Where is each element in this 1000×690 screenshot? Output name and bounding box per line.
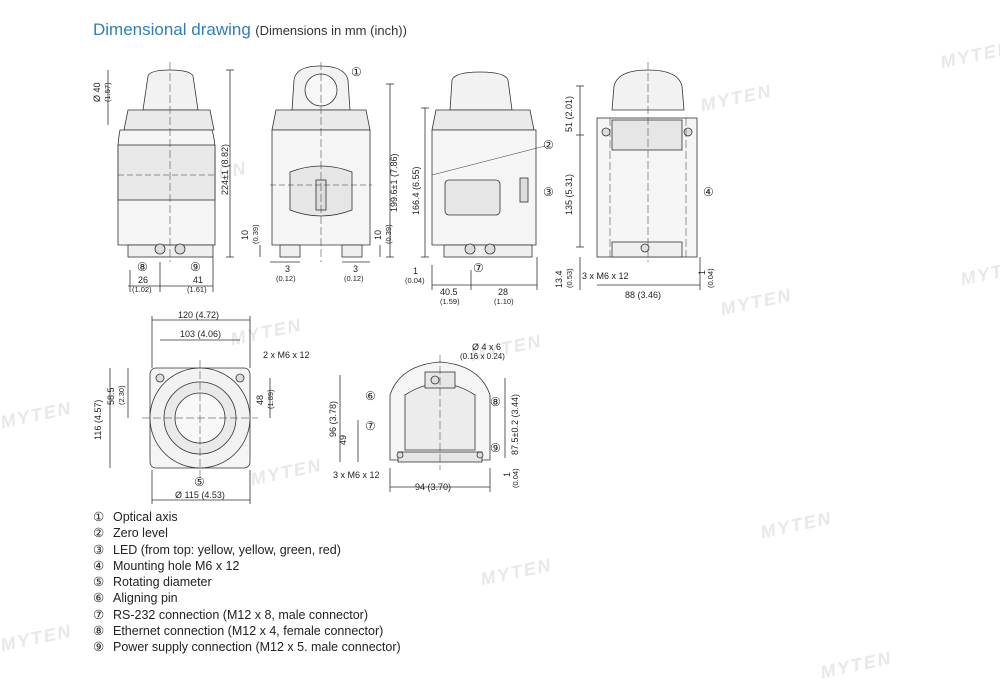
dim-1c: 1 [502, 472, 512, 477]
callout-4-rear: ④ [703, 185, 714, 199]
dim-4x6-inch: (0.16 x 0.24) [460, 352, 505, 361]
dim-28-inch: (1.10) [494, 297, 514, 306]
dim-875: 87.5±0.2 (3.44) [510, 394, 520, 455]
side-view-right [421, 71, 546, 290]
callout-3: ③ [543, 185, 554, 199]
dim-3b-inch: (0.12) [344, 274, 364, 283]
dim-405-inch: (1.59) [440, 297, 460, 306]
dim-224: 224±1 (8.82) [220, 144, 230, 195]
dim-3a: 3 [285, 264, 290, 274]
dim-48-inch: (1.89) [266, 389, 275, 409]
title-main: Dimensional drawing [93, 20, 251, 39]
top-view [109, 316, 271, 504]
dim-120: 120 (4.72) [178, 310, 219, 320]
dim-166: 166.4 (6.55) [411, 166, 421, 215]
dim-199: 199.6±1 (7.86) [389, 154, 399, 212]
dim-585-inch: (2.30) [117, 385, 126, 405]
dim-94: 94 (3.70) [415, 482, 451, 492]
dim-1a-inch: (0.04) [405, 276, 425, 285]
callout-1-front: ① [351, 65, 362, 79]
callout-9-side: ⑨ [190, 260, 201, 274]
dim-1c-inch: (0.04) [511, 468, 520, 488]
dim-3a-inch: (0.12) [276, 274, 296, 283]
dim-10a-inch: (0.39) [251, 224, 260, 244]
dim-103: 103 (4.06) [180, 329, 221, 339]
callout-6: ⑥ [365, 389, 376, 403]
callout-7-side: ⑦ [473, 261, 484, 275]
dim-26: 26 [138, 275, 148, 285]
dim-48: 48 [255, 395, 265, 405]
rear-view [576, 62, 701, 290]
bottom-view [339, 355, 506, 492]
dim-134-inch: (0.53) [565, 268, 574, 288]
dim-1b-inch: (0.04) [706, 268, 715, 288]
dim-10b-inch: (0.39) [384, 224, 393, 244]
dim-10a: 10 [240, 230, 250, 240]
dim-585: 58.5 [106, 387, 116, 405]
dim-4x6: Ø 4 x 6 [472, 342, 501, 352]
front-view [270, 62, 394, 263]
dim-28: 28 [498, 287, 508, 297]
dim-41-inch: (1.61) [187, 285, 207, 294]
callout-8-bottom: ⑧ [490, 395, 501, 409]
dim-26-inch: (1.02) [132, 285, 152, 294]
drawing-title: Dimensional drawing (Dimensions in mm (i… [93, 20, 407, 40]
dim-1a: 1 [413, 266, 418, 276]
dim-2xm6: 2 x M6 x 12 [263, 350, 310, 360]
dim-3xm6-bottom: 3 x M6 x 12 [333, 470, 380, 480]
dim-3b: 3 [353, 264, 358, 274]
dim-49: 49 [338, 435, 348, 445]
callout-2: ② [543, 138, 554, 152]
callout-5: ⑤ [194, 475, 205, 489]
dim-d40: Ø 40 [92, 82, 102, 102]
dim-96: 96 (3.78) [328, 401, 338, 437]
dim-116: 116 (4.57) [93, 400, 103, 440]
dim-d40-inch: (1.57) [103, 82, 112, 102]
dim-135: 135 (5.31) [564, 174, 574, 215]
dim-134: 13.4 [554, 270, 564, 288]
dim-115: Ø 115 (4.53) [175, 490, 225, 500]
dim-88: 88 (3.46) [625, 290, 661, 300]
side-view-left [107, 62, 261, 292]
dim-41: 41 [193, 275, 203, 285]
callout-9-bottom: ⑨ [490, 441, 501, 455]
dim-3xm6-rear: 3 x M6 x 12 [582, 271, 629, 281]
callout-7-bottom: ⑦ [365, 419, 376, 433]
dim-51: 51 (2.01) [564, 96, 574, 132]
dim-405: 40.5 [440, 287, 458, 297]
title-sub: (Dimensions in mm (inch)) [255, 23, 407, 38]
dim-1b: 1 [697, 270, 707, 275]
dim-10b: 10 [373, 230, 383, 240]
callout-8: ⑧ [137, 260, 148, 274]
